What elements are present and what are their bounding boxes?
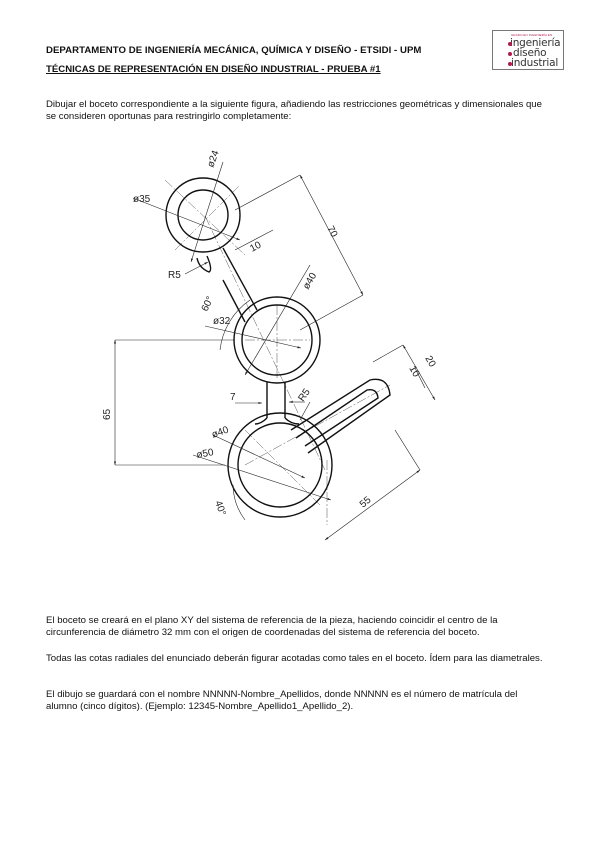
dim-sixtyfive: 65 bbox=[102, 408, 113, 420]
paragraph-1: El boceto se creará en el plano XY del s… bbox=[46, 615, 498, 638]
dim-r5-mid: R5 bbox=[296, 387, 313, 404]
dim-sixty-deg: 60° bbox=[200, 295, 216, 313]
part-geometry bbox=[165, 177, 391, 518]
dimension-lines bbox=[113, 161, 436, 541]
dim-forty-deg: 40° bbox=[212, 499, 228, 517]
department-header: DEPARTAMENTO DE INGENIERÍA MECÁNICA, QUÍ… bbox=[46, 45, 422, 56]
dim-r5-top: R5 bbox=[168, 270, 181, 281]
logo: GRADO EN INGENIERÍA EN ingeniería diseño… bbox=[492, 30, 564, 70]
dim-d50: ø50 bbox=[196, 447, 215, 461]
dim-d40-bot: ø40 bbox=[210, 424, 230, 440]
logo-word-industrial: industrial bbox=[511, 57, 559, 69]
logo-small-text: GRADO EN INGENIERÍA EN bbox=[511, 33, 553, 37]
dim-d32: ø32 bbox=[213, 316, 231, 327]
logo-word-diseno: diseño bbox=[513, 47, 547, 59]
technical-drawing: ø24 ø35 R5 10 70 ø40 60° ø32 20 10 7 R5 … bbox=[102, 149, 438, 541]
logo-dot-3 bbox=[508, 62, 512, 66]
dim-ten-top: 10 bbox=[248, 240, 263, 255]
dim-d35: ø35 bbox=[133, 194, 151, 205]
dim-fiftyfive: 55 bbox=[358, 494, 374, 510]
dim-d24: ø24 bbox=[205, 149, 221, 169]
dim-seventy: 70 bbox=[324, 224, 339, 239]
paragraph-3: El dibujo se guardará con el nombre NNNN… bbox=[46, 689, 518, 712]
dim-twenty: 20 bbox=[422, 354, 437, 370]
center-lines bbox=[164, 179, 391, 525]
dim-ten-right: 10 bbox=[406, 364, 421, 380]
course-title: TÉCNICAS DE REPRESENTACIÓN EN DISEÑO IND… bbox=[46, 64, 381, 75]
logo-dot-2 bbox=[508, 52, 512, 56]
dim-seven: 7 bbox=[230, 392, 236, 403]
logo-word-ingenieria: ingeniería bbox=[510, 37, 561, 49]
logo-dot-1 bbox=[508, 42, 512, 46]
paragraph-2: Todas las cotas radiales del enunciado d… bbox=[46, 653, 543, 664]
intro-text: Dibujar el boceto correspondiente a la s… bbox=[46, 99, 542, 122]
dim-d40-top: ø40 bbox=[301, 271, 319, 292]
